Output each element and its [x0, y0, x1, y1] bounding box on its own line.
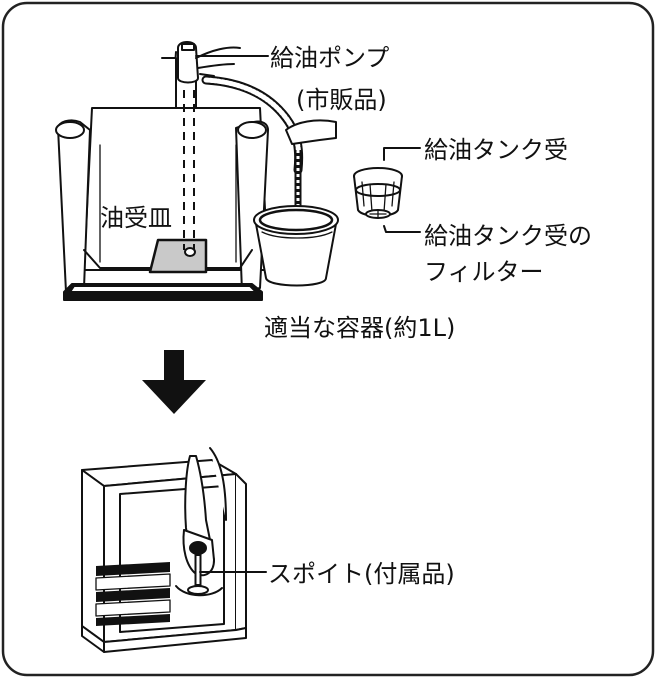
filter-label-line1: 給油タンク受の: [424, 222, 592, 250]
filter-label-line2: フィルター: [424, 258, 544, 286]
pump-label-line2: (市販品): [296, 86, 387, 114]
dropper-label: スポイト(付属品): [268, 560, 455, 588]
pump-label-line1: 給油ポンプ: [270, 44, 389, 72]
oil-tray: [148, 238, 208, 274]
container-illustration: [253, 205, 339, 287]
tank-receiver-illustration: [353, 167, 403, 219]
container-label: 適当な容器(約1L): [264, 314, 455, 342]
tank-receiver-label: 給油タンク受: [424, 136, 568, 164]
heater-base-illustration: [55, 90, 269, 301]
oil-pump-illustration: [161, 41, 337, 236]
down-arrow-icon: [142, 350, 206, 414]
tray-label: 油受皿: [100, 204, 172, 232]
dropper-illustration: [175, 447, 227, 597]
